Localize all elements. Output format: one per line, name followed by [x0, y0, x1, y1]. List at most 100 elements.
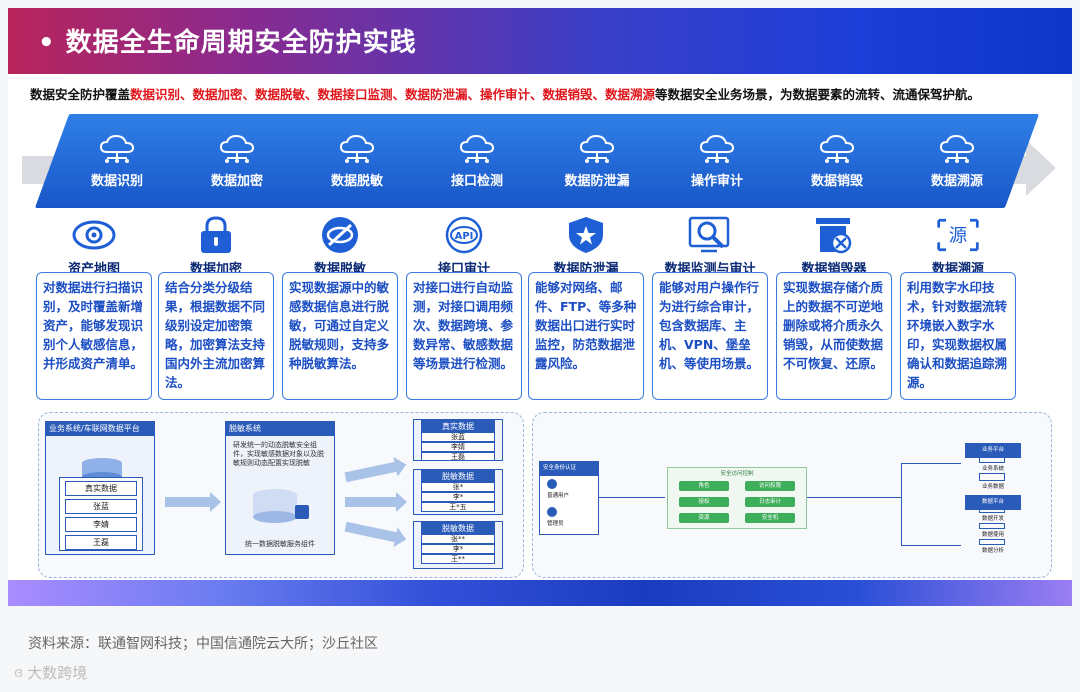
platform-item: 数据使用: [965, 530, 1021, 538]
flow-arrow: [345, 497, 397, 507]
platform-item: 业务系统: [965, 464, 1021, 472]
feature-header: 数据销毁器: [776, 214, 892, 277]
access-item: 角色: [679, 481, 729, 491]
eye-slash-icon: [317, 214, 363, 256]
identity-auth-title: 安全身份认证: [539, 461, 599, 476]
cloud-network-icon: [457, 134, 497, 164]
feature-card: 对接口进行自动监测，对接口调用频次、数据跨境、参数异常、敏感数据等场景进行检测。: [406, 272, 522, 400]
cloud-network-icon: [337, 134, 377, 164]
stage-label: 数据加密: [211, 170, 263, 189]
feature-description: 利用数字水印技术，针对数据流转环境嵌入数字水印，实现数据权属确认和数据追踪溯源。: [907, 278, 1009, 392]
feature-header: 数据监测与审计: [652, 214, 768, 277]
masking-system-title: 脱敏系统: [225, 421, 335, 436]
feature-card: 结合分类分级结果，根据数据不同级别设定加密策略，加密算法支持国内外主流加密算法。: [158, 272, 274, 400]
flow-arrow: [165, 497, 211, 507]
source-note: 资料来源：联通智网科技；中国信通院云大所；沙丘社区: [28, 633, 378, 653]
connector-line: [901, 463, 902, 545]
disk-destroy-icon: [811, 214, 857, 256]
platform-item: 数据开发: [965, 514, 1021, 522]
real-data-header: 真实数据: [65, 481, 137, 496]
usage-icon: [979, 523, 1005, 529]
masking-system-footer: 统一数据脱敏服务组件: [229, 539, 331, 549]
access-item: 授权: [679, 497, 729, 507]
stage-label: 数据销毁: [811, 170, 863, 189]
output-real-row: 李婧: [421, 442, 495, 452]
stage-label: 数据防泄漏: [564, 170, 629, 189]
stage-label: 数据脱敏: [331, 170, 383, 189]
access-item: 日志审计: [745, 497, 795, 507]
cloud-network-icon: [937, 134, 977, 164]
flow-arrow: [345, 522, 398, 543]
eye-icon: [71, 214, 117, 256]
svg-text:源: 源: [949, 225, 967, 246]
platform-item: 业务数据: [965, 482, 1021, 490]
admin-icon: [547, 507, 557, 517]
svg-text:API: API: [455, 231, 474, 242]
stage-label: 接口检测: [451, 170, 503, 189]
intro-highlight: 数据识别、数据加密、数据脱敏、数据接口监测、数据防泄漏、操作审计、数据销毁、数据…: [130, 87, 655, 102]
output-mask2-row: 李*: [421, 544, 495, 554]
feature-header: 源数据溯源: [900, 214, 1016, 277]
cloud-network-icon: [817, 134, 857, 164]
stage-block-content: 数据溯源: [892, 114, 1022, 208]
brand-watermark: ɞ 大数跨境: [14, 662, 87, 683]
output-mask2-row: 张**: [421, 534, 495, 544]
dev-icon: [979, 507, 1005, 513]
output-real-row: 张蓝: [421, 432, 495, 442]
feature-header: 数据加密: [158, 214, 274, 277]
analysis-icon: [979, 539, 1005, 545]
feature-description: 对接口进行自动监测，对接口调用频次、数据跨境、参数异常、敏感数据等场景进行检测。: [413, 278, 515, 373]
access-item: 资源: [679, 513, 729, 523]
identity-item: 管理员: [547, 519, 564, 527]
platform-item: 数据分析: [965, 546, 1021, 554]
bar-chart-icon: [979, 473, 1005, 481]
cloud-network-icon: [697, 134, 737, 164]
real-data-row: 李婧: [65, 517, 137, 532]
intro-suffix: 等数据安全业务场景，为数据要素的流转、流通保驾护航。: [655, 87, 980, 102]
masking-diagram: 业务系统/车联网数据平台 真实数据 张蓝 李婧 王磊 脱敏系统 研发统一的动态脱…: [38, 412, 524, 578]
feature-header: 资产地图: [36, 214, 152, 277]
database-shield-icon: [249, 487, 313, 527]
access-item: 访问权限: [745, 481, 795, 491]
connector-line: [807, 497, 901, 498]
access-item: 安全机: [745, 513, 795, 523]
feature-description: 结合分类分级结果，根据数据不同级别设定加密策略，加密算法支持国内外主流加密算法。: [165, 278, 267, 392]
cloud-network-icon: [217, 134, 257, 164]
output-mask1-row: 张*: [421, 482, 495, 492]
shield-star-icon: [563, 214, 609, 256]
access-control-diagram: 安全身份认证 普通用户 管理员 安全访问控制 角色 访问权限 授权 日志审计 资…: [532, 412, 1052, 578]
connector-line: [901, 545, 961, 546]
slide: • 数据全生命周期安全防护实践 数据安全防护覆盖数据识别、数据加密、数据脱敏、数…: [8, 8, 1072, 606]
api-icon: API: [441, 214, 487, 256]
output-mask1-row: 王*五: [421, 502, 495, 512]
feature-card: 对数据进行扫描识别，及时覆盖新增资产，能够发现识别个人敏感信息，并形成资产清单。: [36, 272, 152, 400]
brand-logo-icon: ɞ: [14, 665, 23, 681]
connector-line: [599, 497, 665, 498]
app-window-icon: [979, 455, 1005, 463]
feature-card: 利用数字水印技术，针对数据流转环境嵌入数字水印，实现数据权属确认和数据追踪溯源。: [900, 272, 1016, 400]
stage-block: 数据溯源: [875, 114, 1039, 208]
feature-description: 对数据进行扫描识别，及时覆盖新增资产，能够发现识别个人敏感信息，并形成资产清单。: [43, 278, 145, 373]
real-data-row: 王磊: [65, 535, 137, 550]
real-data-row: 张蓝: [65, 499, 137, 514]
user-icon: [547, 479, 557, 489]
stage-label: 数据识别: [91, 170, 143, 189]
stage-label: 数据溯源: [931, 170, 983, 189]
identity-item: 普通用户: [547, 491, 569, 499]
output-real-row: 王磊: [421, 452, 495, 461]
feature-description: 实现数据存储介质上的数据不可逆地删除或将介质永久销毁，从而使数据不可恢复、还原。: [783, 278, 885, 373]
feature-card: 实现数据存储介质上的数据不可逆地删除或将介质永久销毁，从而使数据不可恢复、还原。: [776, 272, 892, 400]
feature-header: 数据防泄漏: [528, 214, 644, 277]
feature-description: 能够对网络、邮件、FTP、等多种数据出口进行实时监控，防范数据泄露风险。: [535, 278, 637, 373]
process-arrowhead: [1026, 140, 1056, 196]
intro-prefix: 数据安全防护覆盖: [30, 87, 130, 102]
cloud-network-icon: [577, 134, 617, 164]
flow-arrow: [345, 462, 398, 483]
lock-icon: [193, 214, 239, 256]
feature-header: 数据脱敏: [282, 214, 398, 277]
stage-label: 操作审计: [691, 170, 743, 189]
brand-name: 大数跨境: [27, 662, 87, 683]
title-bar: • 数据全生命周期安全防护实践: [8, 8, 1072, 74]
cloud-network-icon: [97, 134, 137, 164]
